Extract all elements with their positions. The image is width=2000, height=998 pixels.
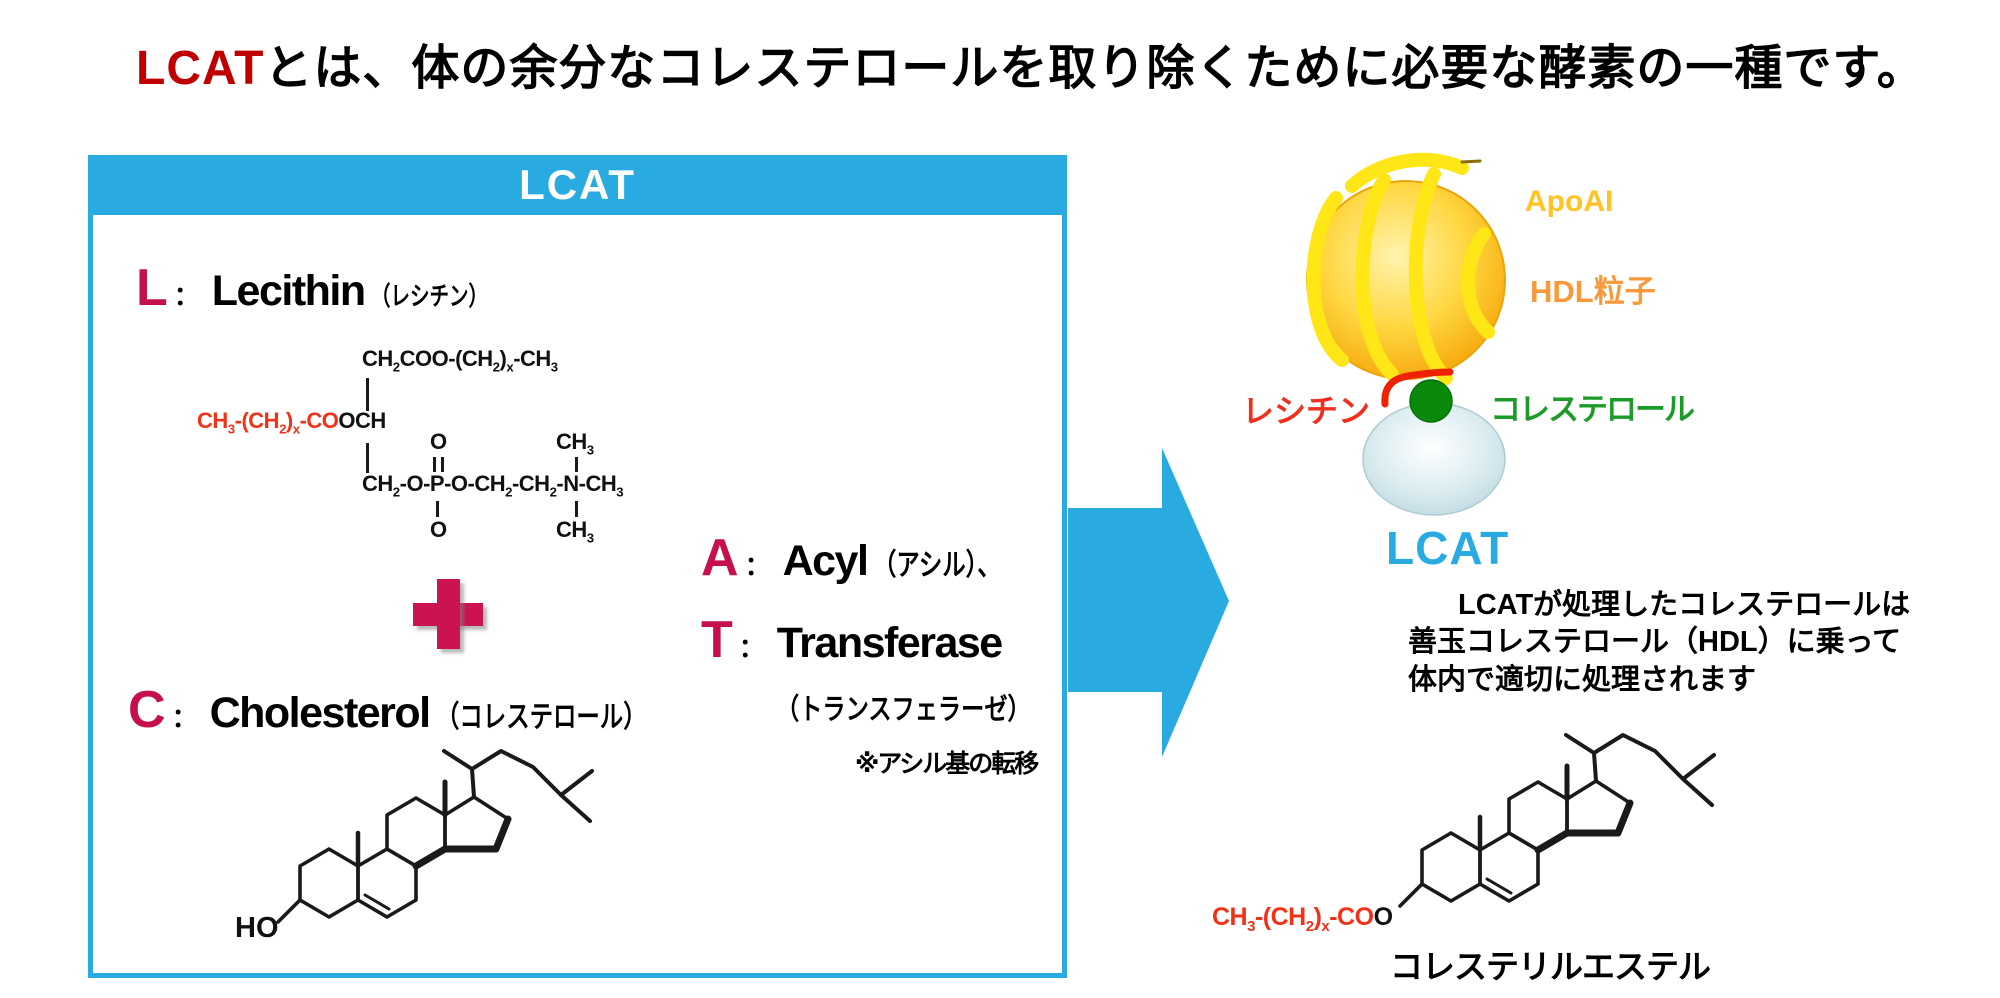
o-above-p: O — [430, 429, 447, 454]
row3-seg3: -CH3 — [578, 471, 624, 500]
hdl-particle-label: HDL粒子 — [1530, 274, 1656, 309]
a-word: Acyl — [782, 537, 869, 585]
apoai-label: ApoAI — [1525, 185, 1614, 218]
c-colon: ： — [171, 703, 198, 733]
double-bond-line — [433, 457, 436, 472]
title-rest: とは、体の余分なコレステロールを取り除くために必要な酵素の一種です。 — [264, 42, 1926, 95]
t-colon: ： — [738, 633, 765, 663]
a-line: A ： Acyl （アシル）、 — [701, 528, 1037, 588]
o-below-p: O — [430, 517, 447, 542]
a-colon: ： — [744, 551, 771, 581]
result-text-line1: LCATが処理したコレステロールは — [1458, 589, 1911, 621]
t-letter: T — [701, 611, 733, 669]
row3-p: P — [429, 471, 445, 496]
row3-seg2: -O-CH2-CH2- — [444, 471, 564, 500]
t-kana: （トランスフェラーゼ） — [776, 694, 1031, 726]
ester-formula: CH3-(CH2)x-COO — [1212, 903, 1393, 935]
cholesteryl-ester-label: コレステリルエステル — [1390, 948, 1711, 985]
lcat-box-header: LCAT — [88, 155, 1067, 215]
plus-vertical-bar — [437, 579, 460, 649]
l-line: L ： Lecithin （レシチン） — [136, 258, 527, 318]
t-note: ※アシル基の転移 — [855, 750, 1039, 778]
row3-seg1: CH2-O- — [362, 471, 430, 500]
ester-formula-red: CH3-(CH2)x-CO — [1212, 903, 1374, 935]
lecithin-row2-black: OCH — [338, 408, 386, 433]
lcat-enzyme-label: LCAT — [1386, 522, 1510, 574]
c-letter: C — [128, 681, 166, 739]
bond-line — [575, 501, 578, 517]
row3-n: N — [563, 471, 579, 496]
lecithin-row3: CH2-O-P-O-CH2-CH2-N-CH3 — [362, 471, 624, 500]
transform-arrow-icon — [1068, 448, 1229, 757]
bond-line — [366, 443, 369, 473]
result-text-line2: 善玉コレステロール（HDL）に乗って — [1408, 626, 1902, 658]
double-bond-line — [441, 457, 444, 472]
ester-formula-o: O — [1373, 903, 1393, 931]
bond-line — [575, 457, 578, 472]
c-kana: （コレステロール） — [435, 701, 647, 734]
l-colon: ： — [173, 281, 200, 311]
c-line: C ： Cholesterol （コレステロール） — [128, 680, 706, 740]
result-text-line3: 体内で適切に処理されます — [1408, 664, 1757, 696]
hdl-sphere — [1306, 152, 1506, 385]
bond-line — [366, 378, 369, 411]
lecithin-row2: CH3-(CH2)x-COOCH — [197, 408, 386, 437]
a-letter: A — [701, 529, 739, 587]
t-line: T ： Transferase — [701, 610, 1003, 670]
lecithin-row1: CH2COO-(CH2)x-CH3 — [362, 346, 558, 375]
ho-label: HO — [235, 912, 279, 944]
cholesterol-dot-icon — [1409, 379, 1453, 423]
c-word: Cholesterol — [209, 689, 432, 737]
l-word: Lecithin — [211, 267, 366, 315]
page-title: LCATとは、体の余分なコレステロールを取り除くために必要な酵素の一種です。 — [136, 28, 1926, 98]
ch3-above-n: CH3 — [556, 429, 594, 458]
lcat-box: L C AT — [88, 155, 1067, 978]
a-kana: （アシル）、 — [873, 549, 1002, 582]
t-word: Transferase — [776, 619, 1003, 667]
l-letter: L — [136, 259, 168, 317]
ch3-below-n: CH3 — [556, 517, 594, 546]
lecithin-hook-icon — [1381, 368, 1454, 408]
bond-line — [436, 501, 439, 517]
cholesteryl-ester-structure-drawing — [1400, 735, 1714, 906]
cholesterol-label: コレステロール — [1490, 392, 1695, 427]
l-kana: （レシチン） — [370, 281, 488, 311]
lecithin-label: レシチン — [1242, 393, 1371, 429]
lecithin-row2-red: CH3-(CH2)x-CO — [197, 408, 339, 437]
title-highlight: LCAT — [136, 42, 265, 95]
